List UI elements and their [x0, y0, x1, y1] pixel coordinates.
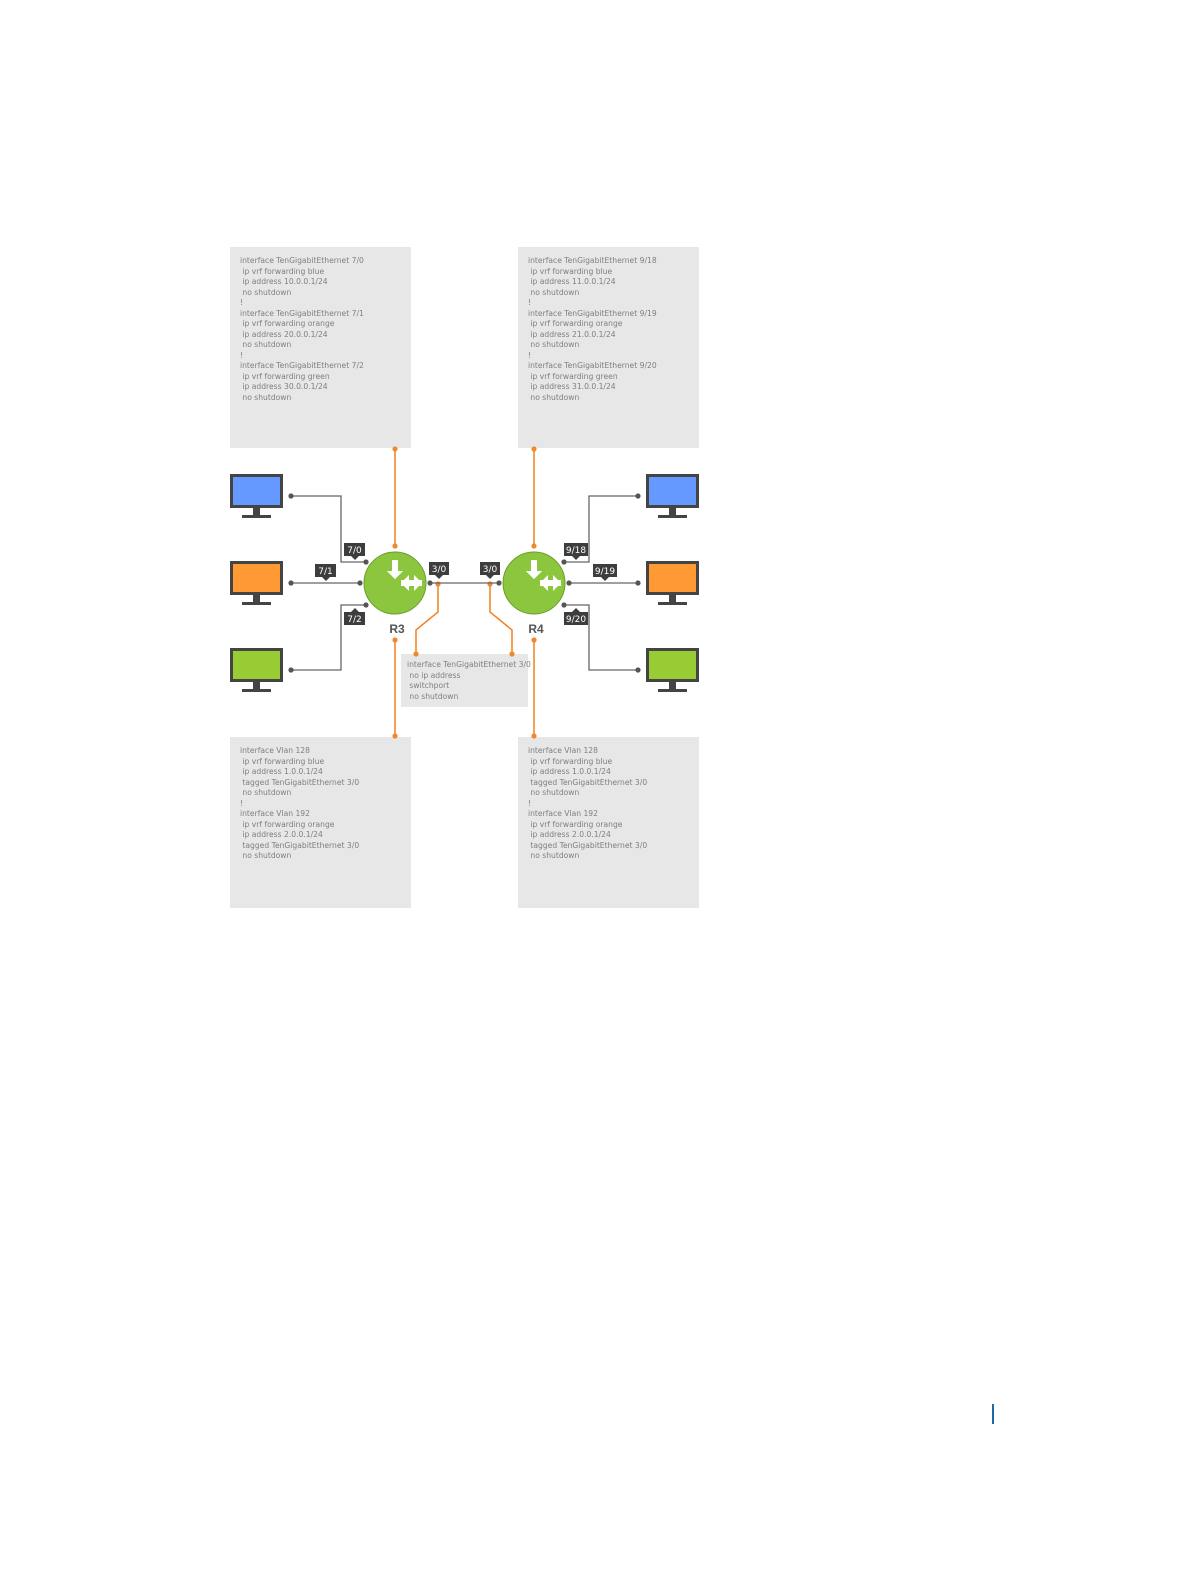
r4-vlan-config-box: interface Vlan 128 ip vrf forwarding blu…	[518, 737, 699, 908]
router-icon-r4	[502, 551, 566, 615]
monitor-icon-orange-left	[230, 561, 283, 605]
monitor-icon-orange-right	[646, 561, 699, 605]
config-links	[394, 449, 535, 736]
r3-trunk-config-link	[415, 584, 439, 654]
monitor-icon-blue-right	[646, 474, 699, 518]
port-tag-r4-9-19: 9/19	[593, 564, 617, 581]
port-tag-r3-3-0: 3/0	[429, 562, 449, 579]
port-tag-r3-7-1: 7/1	[315, 564, 336, 581]
port-label-r4-9-19: 9/19	[595, 567, 615, 577]
monitor-icon-green-left	[230, 648, 283, 692]
port-tag-r4-3-0: 3/0	[480, 562, 500, 579]
r4-interface-config-box: interface TenGigabitEthernet 9/18 ip vrf…	[518, 247, 699, 448]
port-label-r3-7-1: 7/1	[318, 567, 332, 577]
r3-link-7-0	[291, 495, 366, 563]
r3-interface-config-box: interface TenGigabitEthernet 7/0 ip vrf …	[230, 247, 411, 448]
page-edge-marker	[992, 1404, 994, 1424]
port-label-r4-3-0: 3/0	[483, 565, 498, 575]
r4-trunk-config-link	[489, 584, 513, 654]
network-link-dots	[288, 493, 641, 673]
port-label-r3-3-0: 3/0	[432, 565, 447, 575]
port-label-r4-9-20: 9/20	[566, 615, 586, 625]
port-tag-r3-7-0: 7/0	[344, 543, 365, 560]
r4-vlan-config-text: interface Vlan 128 ip vrf forwarding blu…	[528, 746, 648, 860]
port-tag-r3-7-2: 7/2	[344, 608, 365, 625]
port-tag-r4-9-18: 9/18	[564, 543, 588, 560]
port-label-r3-7-0: 7/0	[347, 546, 362, 556]
trunk-interface-config-text: interface TenGigabitEthernet 3/0 no ip a…	[407, 660, 531, 701]
router-label-r3: R3	[389, 622, 405, 636]
r3-vlan-config-text: interface Vlan 128 ip vrf forwarding blu…	[240, 746, 360, 860]
port-tag-r4-9-20: 9/20	[564, 608, 588, 625]
r3-link-7-2	[291, 604, 366, 671]
monitor-icon-green-right	[646, 648, 699, 692]
port-label-r4-9-18: 9/18	[566, 546, 586, 556]
trunk-interface-config-box: interface TenGigabitEthernet 3/0 no ip a…	[401, 654, 531, 707]
monitor-icon-blue-left	[230, 474, 283, 518]
network-links	[291, 495, 638, 671]
r3-interface-config-text: interface TenGigabitEthernet 7/0 ip vrf …	[240, 256, 364, 402]
r4-interface-config-text: interface TenGigabitEthernet 9/18 ip vrf…	[528, 256, 657, 402]
r4-link-9-20	[564, 604, 638, 671]
port-label-r3-7-2: 7/2	[347, 615, 361, 625]
r4-link-9-18	[564, 495, 638, 563]
router-label-r4: R4	[528, 622, 544, 636]
router-icon-r3	[363, 551, 427, 615]
r3-vlan-config-box: interface Vlan 128 ip vrf forwarding blu…	[230, 737, 411, 908]
